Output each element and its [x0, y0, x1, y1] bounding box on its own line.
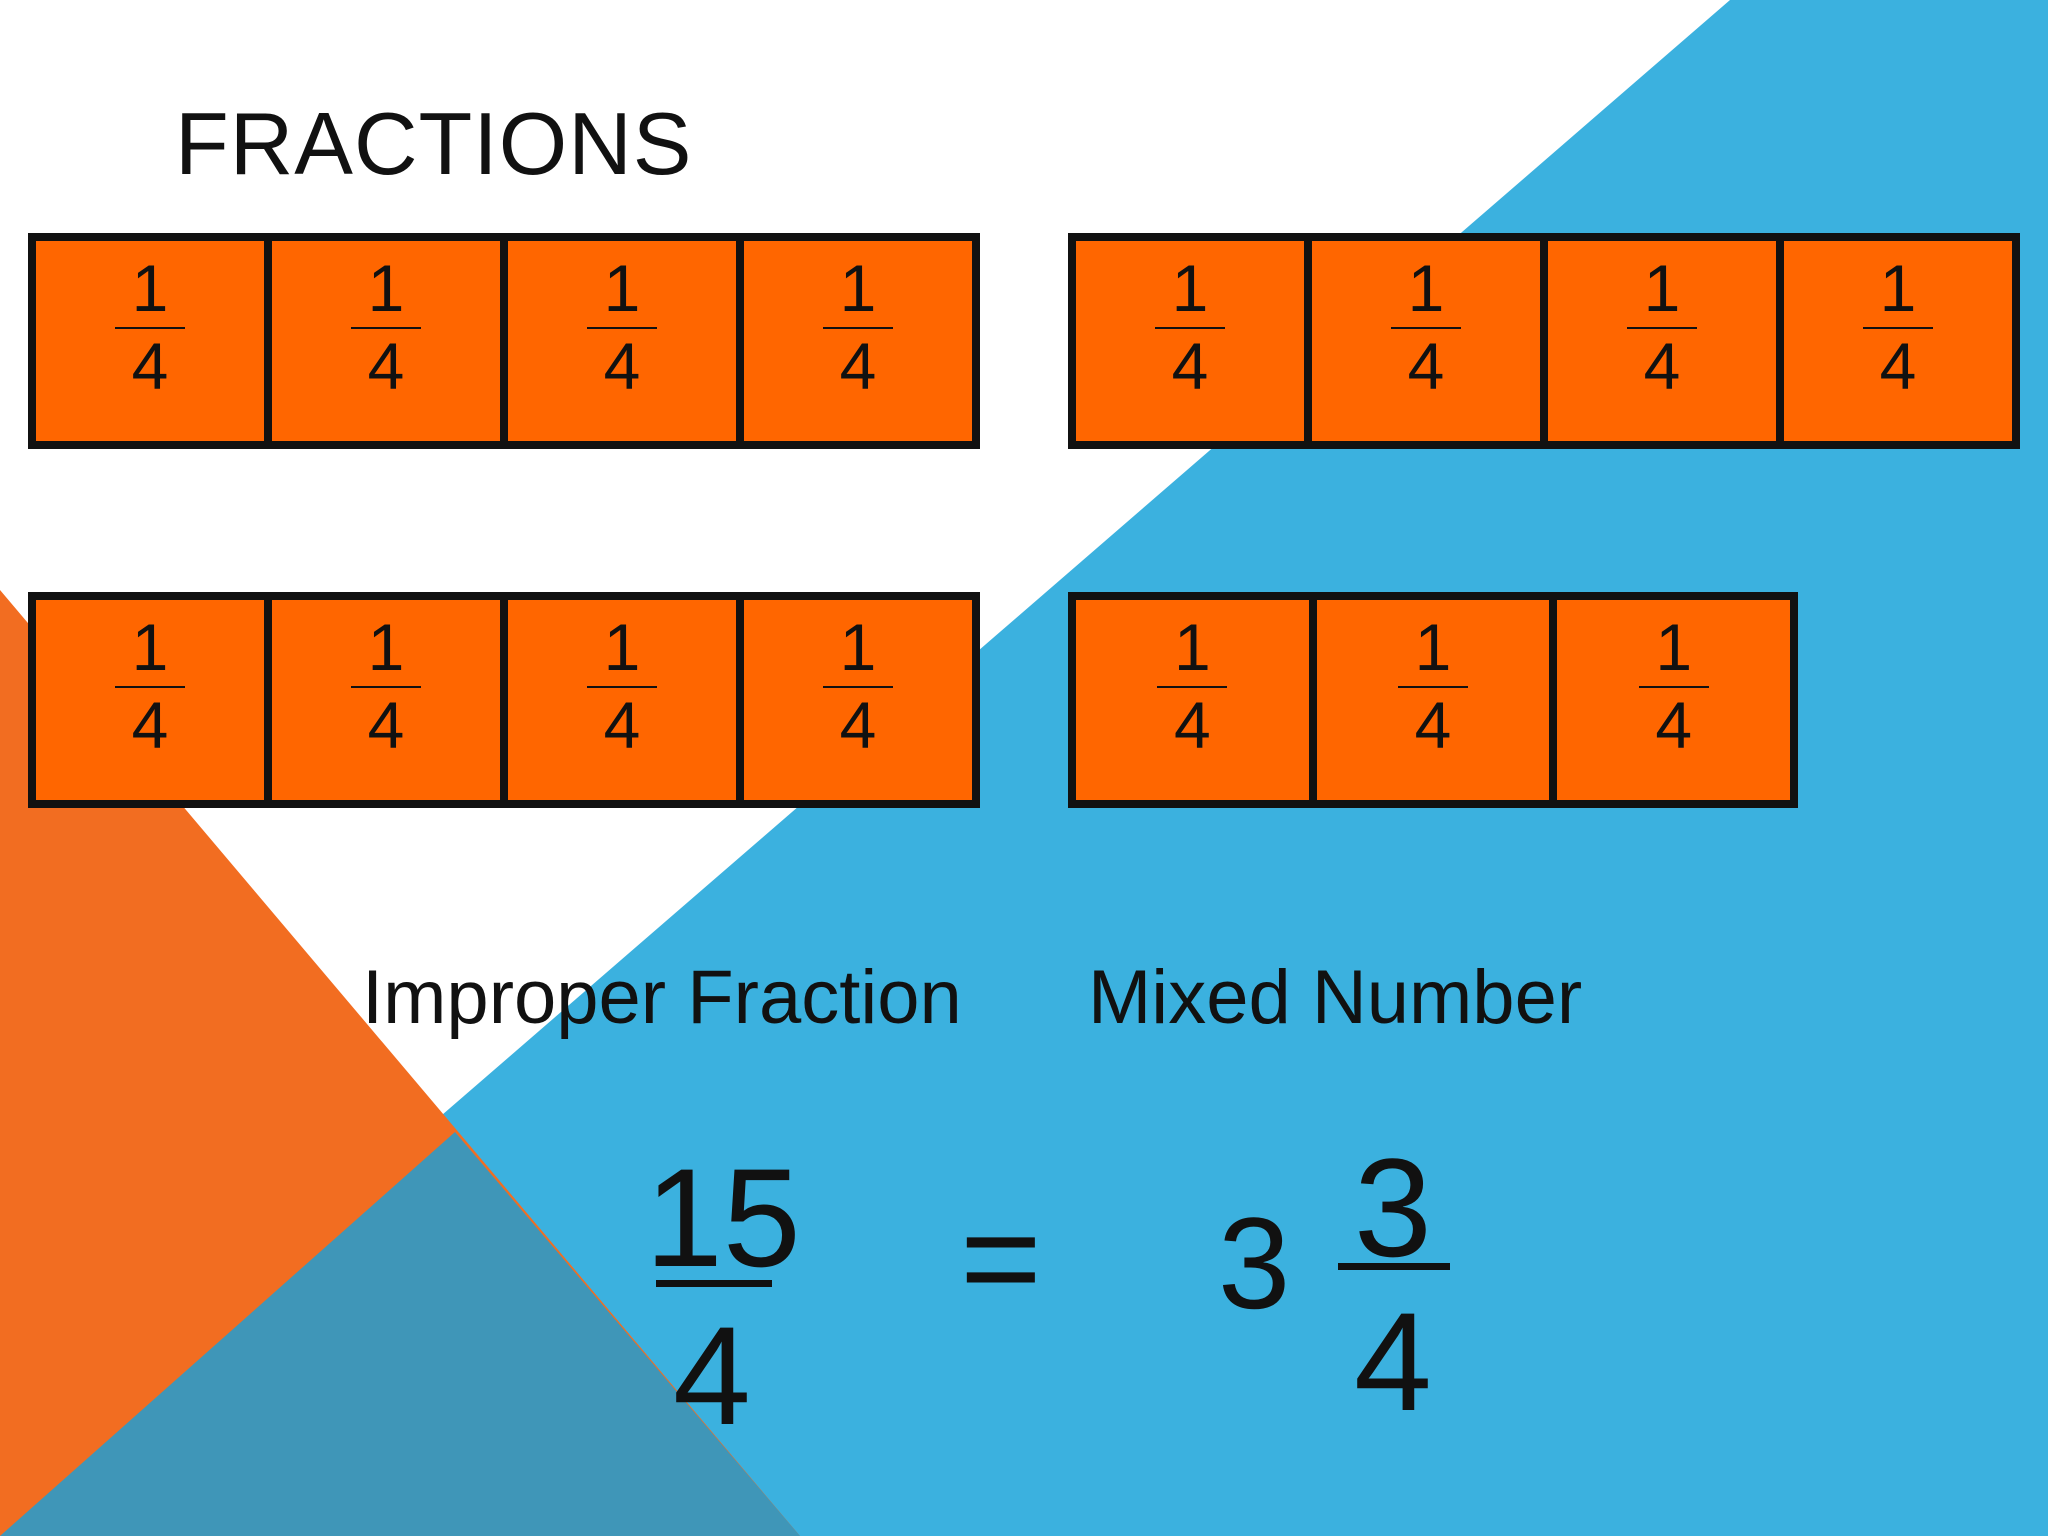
fraction-denominator: 4	[839, 688, 877, 762]
fraction-numerator: 1	[1173, 610, 1211, 684]
fraction-numerator: 1	[1655, 610, 1693, 684]
mixed-denominator: 4	[1354, 1283, 1432, 1440]
fraction-numerator: 1	[839, 251, 877, 325]
fraction-denominator: 4	[603, 688, 641, 762]
fraction-denominator: 4	[1655, 688, 1693, 762]
fraction-numerator: 1	[1407, 251, 1445, 325]
fraction-numerator: 1	[1879, 251, 1917, 325]
fraction-line	[1627, 327, 1697, 329]
fraction-line	[115, 686, 185, 688]
mixed-numerator: 3	[1354, 1129, 1432, 1286]
fraction-numerator: 1	[1643, 251, 1681, 325]
fraction-line	[1398, 686, 1468, 688]
fraction-line	[115, 327, 185, 329]
mixed-fraction-line	[1338, 1263, 1450, 1270]
equals-sign: =	[960, 1179, 1042, 1336]
fraction-numerator: 1	[603, 251, 641, 325]
fraction-line	[351, 686, 421, 688]
improper-numerator: 15	[645, 1139, 801, 1296]
fraction-denominator: 4	[603, 329, 641, 403]
fraction-denominator: 4	[367, 688, 405, 762]
improper-denominator: 4	[673, 1297, 751, 1454]
mixed-whole: 3	[1218, 1190, 1291, 1336]
fraction-line	[823, 327, 893, 329]
fraction-line	[1391, 327, 1461, 329]
improper-fraction-label: Improper Fraction	[362, 955, 962, 1040]
fraction-denominator: 4	[1414, 688, 1452, 762]
fraction-denominator: 4	[1879, 329, 1917, 403]
fraction-numerator: 1	[1414, 610, 1452, 684]
fraction-denominator: 4	[131, 688, 169, 762]
improper-fraction-line	[656, 1280, 772, 1287]
fraction-numerator: 1	[839, 610, 877, 684]
fraction-numerator: 1	[367, 610, 405, 684]
fraction-line	[1863, 327, 1933, 329]
slide-title: FRACTIONS	[175, 94, 693, 193]
orange-triangle-shape	[0, 590, 800, 1536]
fraction-numerator: 1	[131, 610, 169, 684]
fraction-denominator: 4	[131, 329, 169, 403]
fraction-line	[587, 327, 657, 329]
fraction-numerator: 1	[603, 610, 641, 684]
fraction-denominator: 4	[1173, 688, 1211, 762]
fraction-numerator: 1	[1171, 251, 1209, 325]
overlap-triangle-shape	[0, 1132, 800, 1536]
fraction-denominator: 4	[839, 329, 877, 403]
fraction-line	[587, 686, 657, 688]
fraction-line	[1157, 686, 1228, 688]
fraction-line	[351, 327, 421, 329]
fraction-denominator: 4	[1407, 329, 1445, 403]
fraction-line	[823, 686, 893, 688]
fraction-denominator: 4	[367, 329, 405, 403]
fraction-line	[1638, 686, 1709, 688]
fraction-line	[1155, 327, 1225, 329]
fraction-denominator: 4	[1171, 329, 1209, 403]
fraction-numerator: 1	[131, 251, 169, 325]
mixed-number-label: Mixed Number	[1088, 955, 1583, 1040]
fraction-denominator: 4	[1643, 329, 1681, 403]
fraction-numerator: 1	[367, 251, 405, 325]
